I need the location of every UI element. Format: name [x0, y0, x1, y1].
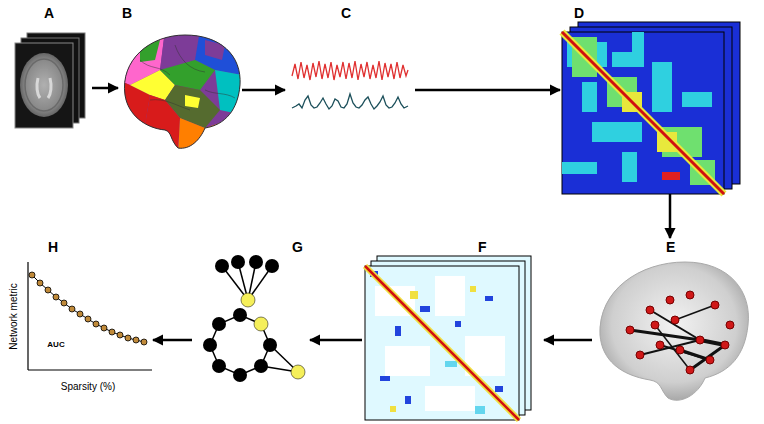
- flow-arrow: [310, 339, 362, 342]
- flow-arrow: [153, 339, 192, 342]
- auc-plot: [28, 262, 152, 370]
- pipeline-panel: H: [8, 238, 153, 388]
- connectivity-matrices: [562, 22, 740, 194]
- flow-arrow: [544, 339, 592, 342]
- pipeline-panel: B: [118, 4, 242, 154]
- glass-brain-network: [600, 262, 749, 400]
- panel-letter: C: [341, 5, 351, 21]
- flow-arrow: [242, 89, 285, 92]
- axis-label: AUC: [47, 341, 64, 350]
- pipeline-panel: A: [10, 4, 92, 132]
- panel-letter: D: [574, 5, 584, 21]
- mri-slices: [15, 33, 85, 128]
- pipeline-panel: G: [192, 238, 310, 383]
- pipeline-panel: F: [362, 238, 544, 422]
- pipeline-panel: D: [560, 4, 750, 194]
- time-series: [292, 61, 408, 109]
- flow-arrow: [415, 89, 560, 92]
- graph-network: [203, 255, 305, 382]
- panel-letter: B: [122, 5, 132, 21]
- pipeline-panel: C: [285, 4, 415, 124]
- panel-letter: H: [48, 239, 58, 255]
- flow-arrow: [669, 194, 672, 238]
- panel-letter: E: [666, 239, 675, 255]
- parcellated-brain: [118, 30, 243, 155]
- axis-label: Sparsity (%): [61, 381, 115, 392]
- binarized-matrices: [365, 256, 531, 420]
- panel-letter: F: [478, 239, 487, 255]
- panel-letter: G: [292, 239, 303, 255]
- axis-label: Network metric: [8, 283, 19, 350]
- flow-arrow: [92, 87, 118, 90]
- pipeline-panel: E: [592, 238, 752, 408]
- panel-letter: A: [44, 5, 54, 21]
